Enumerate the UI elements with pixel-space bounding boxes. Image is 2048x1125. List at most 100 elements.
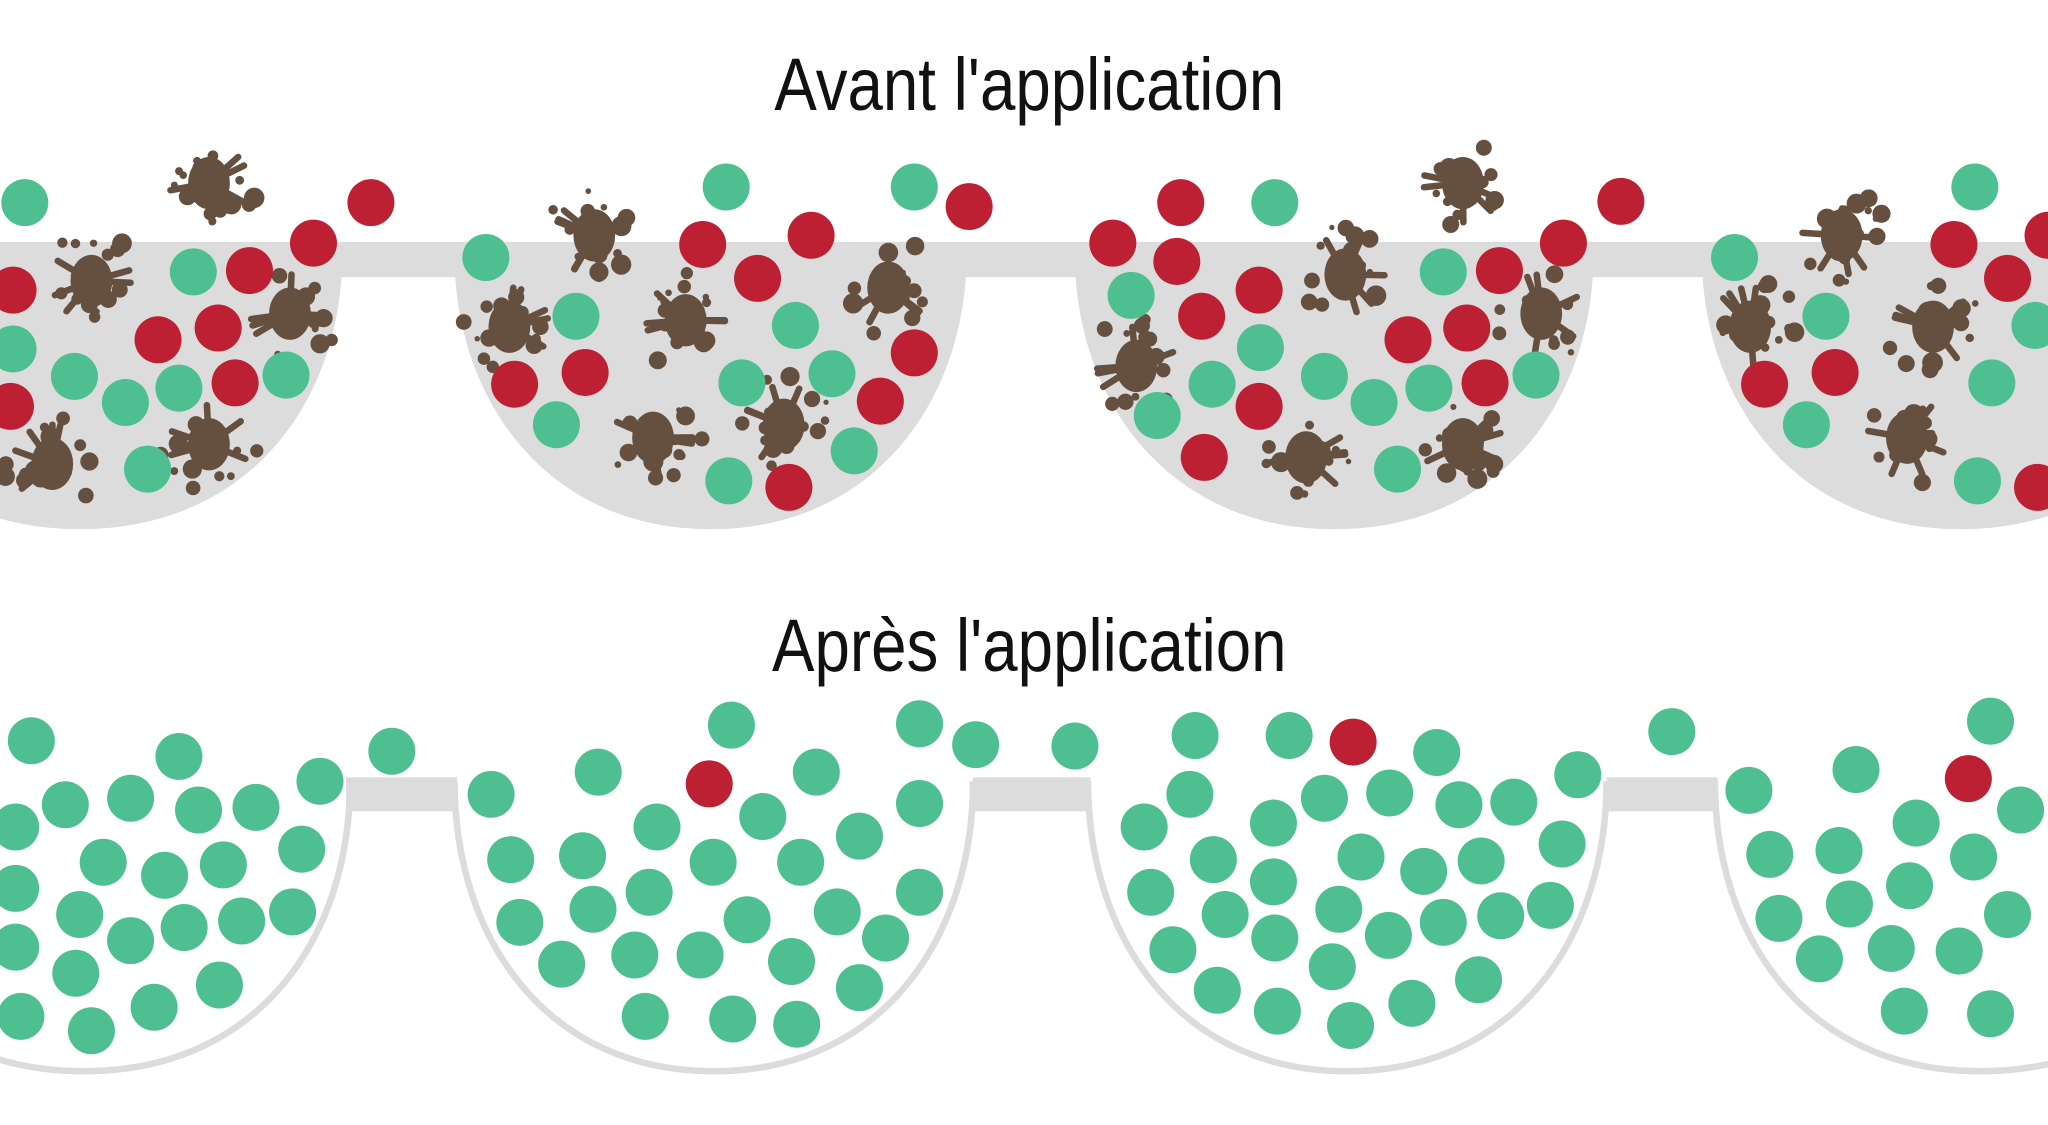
green-particle bbox=[862, 914, 910, 962]
red-particle bbox=[1235, 266, 1283, 314]
green-particle bbox=[1457, 837, 1505, 885]
red-particle bbox=[2014, 463, 2048, 511]
green-particle bbox=[559, 832, 607, 880]
green-particle bbox=[1236, 324, 1284, 372]
green-particle bbox=[107, 774, 155, 822]
green-particle bbox=[175, 786, 223, 834]
green-particle bbox=[707, 701, 755, 749]
particles-before bbox=[0, 163, 2048, 511]
green-particle bbox=[538, 940, 586, 988]
green-particle bbox=[262, 351, 310, 399]
dirt-splat bbox=[548, 188, 636, 283]
green-particle bbox=[1051, 722, 1099, 770]
green-particle bbox=[269, 888, 317, 936]
green-particle bbox=[1400, 847, 1448, 895]
green-particle bbox=[487, 836, 535, 884]
green-particle bbox=[141, 851, 189, 899]
green-particle bbox=[56, 890, 104, 939]
green-particle bbox=[552, 292, 600, 340]
dirt-splats bbox=[0, 139, 1979, 504]
dirt-splat bbox=[0, 411, 99, 504]
ledge bbox=[1606, 777, 1718, 812]
green-particle bbox=[689, 838, 737, 886]
green-particle bbox=[1374, 445, 1422, 493]
green-particle bbox=[1388, 979, 1436, 1027]
green-particle bbox=[7, 717, 55, 765]
green-particle bbox=[1366, 769, 1414, 817]
green-particle bbox=[1951, 163, 1999, 211]
red-particle bbox=[734, 254, 782, 302]
red-particle bbox=[1443, 304, 1491, 352]
green-particle bbox=[1832, 746, 1880, 794]
dirt-splat bbox=[735, 366, 830, 471]
green-particle bbox=[1935, 927, 1983, 975]
green-particle bbox=[621, 992, 669, 1040]
dirt-splat bbox=[1420, 139, 1504, 233]
red-particle bbox=[211, 359, 259, 407]
dirt-splat bbox=[643, 267, 729, 370]
green-particle bbox=[1984, 890, 2032, 939]
ledge bbox=[346, 777, 458, 812]
red-particle bbox=[765, 463, 813, 511]
green-particle bbox=[67, 1007, 115, 1055]
green-particle bbox=[50, 352, 98, 400]
green-particle bbox=[218, 897, 266, 945]
green-particle bbox=[1364, 911, 1412, 959]
red-particle bbox=[561, 348, 609, 396]
red-particle bbox=[890, 329, 938, 377]
green-particle bbox=[1127, 868, 1175, 916]
red-particle bbox=[1539, 219, 1587, 267]
dirt-splat bbox=[51, 233, 134, 323]
green-particle bbox=[1867, 924, 1915, 972]
green-particle bbox=[169, 248, 217, 296]
red-particle bbox=[1475, 247, 1523, 295]
green-particle bbox=[199, 841, 247, 889]
green-particle bbox=[1892, 799, 1940, 847]
title-before: Avant l'application bbox=[774, 43, 1285, 126]
green-particle bbox=[574, 748, 622, 796]
green-particle bbox=[1997, 786, 2045, 834]
green-particle bbox=[1435, 781, 1483, 829]
green-particle bbox=[1405, 364, 1453, 412]
green-particle bbox=[952, 721, 1000, 769]
green-particle bbox=[1419, 248, 1467, 296]
dirt-splat bbox=[1799, 189, 1891, 287]
green-particle bbox=[1782, 401, 1830, 449]
green-particle bbox=[1880, 987, 1928, 1035]
basin-outline bbox=[1084, 781, 1610, 1075]
green-particle bbox=[808, 350, 856, 398]
green-particle bbox=[1886, 862, 1934, 910]
green-particle bbox=[1477, 892, 1525, 940]
green-particle bbox=[835, 812, 883, 860]
green-particle bbox=[702, 163, 750, 211]
basin-outline bbox=[451, 781, 977, 1075]
green-particle bbox=[896, 779, 944, 827]
green-particle bbox=[368, 727, 416, 775]
green-particle bbox=[896, 868, 944, 916]
green-particle bbox=[1725, 766, 1773, 814]
green-particle bbox=[1755, 894, 1803, 942]
red-particle bbox=[1329, 718, 1377, 766]
green-particle bbox=[532, 401, 580, 449]
red-particle bbox=[1178, 292, 1226, 340]
green-particle bbox=[1554, 751, 1602, 799]
red-particle bbox=[1157, 179, 1205, 227]
green-particle bbox=[1188, 360, 1236, 408]
green-particle bbox=[2011, 301, 2048, 349]
red-particle bbox=[194, 304, 242, 352]
red-particle bbox=[1597, 177, 1645, 225]
green-particle bbox=[1512, 351, 1560, 399]
red-particle bbox=[1984, 254, 2032, 302]
green-particle bbox=[835, 964, 883, 1012]
green-particle bbox=[467, 770, 515, 818]
green-particle bbox=[771, 301, 819, 349]
green-particle bbox=[1337, 833, 1385, 881]
green-particle bbox=[155, 732, 203, 780]
green-particle bbox=[1265, 712, 1313, 760]
green-particle bbox=[611, 931, 659, 979]
green-particle bbox=[1950, 833, 1998, 881]
green-particle bbox=[1538, 820, 1586, 868]
green-particle bbox=[1490, 778, 1538, 826]
green-particle bbox=[1189, 836, 1237, 884]
